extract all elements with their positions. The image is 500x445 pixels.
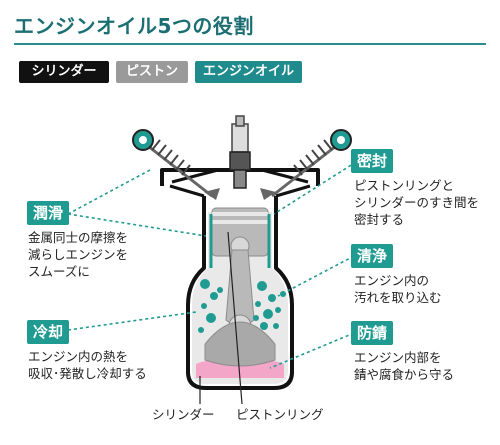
right-valve xyxy=(260,129,352,200)
oil-film xyxy=(209,214,271,268)
cylinder-head xyxy=(169,168,311,198)
legend-cylinder: シリンダー xyxy=(19,61,109,83)
badge-sealing: 密封 xyxy=(351,149,394,173)
desc-lubrication: 金属同士の摩擦を 減らしエンジンを スムーズに xyxy=(28,230,129,279)
legend-engine-oil: エンジンオイル xyxy=(195,61,302,83)
badge-cooling: 冷却 xyxy=(27,320,70,344)
label-piston-ring: ピストンリング xyxy=(236,407,324,422)
badge-lubrication: 潤滑 xyxy=(27,201,70,225)
page-title: エンジンオイル5つの役割 xyxy=(14,14,254,38)
badge-rust-prevention: 防錆 xyxy=(351,321,394,345)
legend-piston: ピストン xyxy=(116,61,188,83)
bottom-leaders xyxy=(199,231,243,405)
leader-lines xyxy=(67,161,357,369)
desc-cleaning: エンジン内の 汚れを取り込む xyxy=(354,273,442,305)
cleaning-leader xyxy=(277,255,355,297)
lubrication-leader xyxy=(67,169,151,215)
sealing-leader xyxy=(273,161,357,215)
piston xyxy=(204,207,276,367)
cooling-leader xyxy=(67,311,197,331)
badge-cleaning: 清浄 xyxy=(351,244,394,268)
desc-cooling: エンジン内の熱を 吸収･発散し冷却する xyxy=(28,349,147,381)
left-valve xyxy=(132,129,220,200)
oil-droplets xyxy=(198,279,286,333)
piston-ring-pointer xyxy=(227,231,243,405)
title-divider xyxy=(14,43,486,45)
desc-rust-prevention: エンジン内部を 錆や腐食から守る xyxy=(354,350,455,382)
spark-plug xyxy=(229,115,251,189)
label-cylinder: シリンダー xyxy=(152,407,215,422)
lubrication-leader-2 xyxy=(67,213,207,237)
desc-sealing: ピストンリングと シリンダーのすき間を 密封する xyxy=(354,178,480,227)
